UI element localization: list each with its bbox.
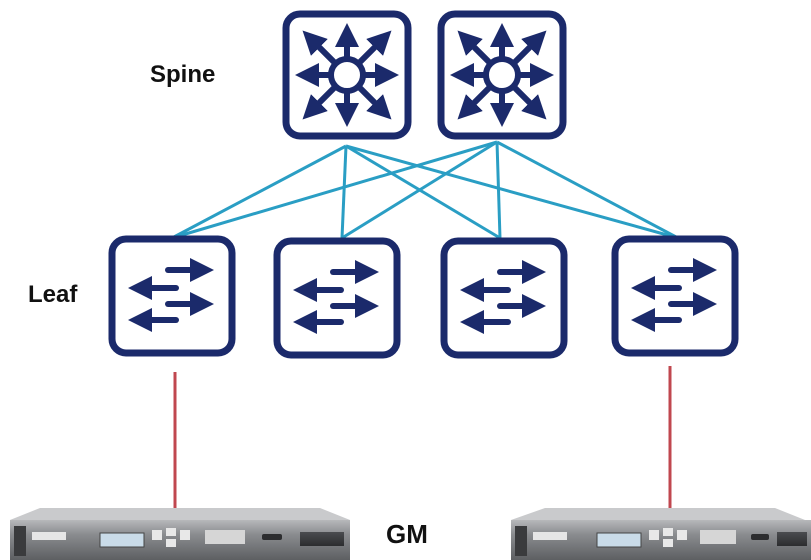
multilayer-switch-icon <box>437 10 567 140</box>
gm-device-1 <box>10 508 350 560</box>
spine-label: Spine <box>150 61 215 88</box>
spine-leaf-links <box>171 140 679 240</box>
spine-switch-1 <box>282 10 412 140</box>
gm-label: GM <box>386 519 428 549</box>
rack-appliance-icon <box>511 508 811 560</box>
spine-switch-2 <box>437 10 567 140</box>
layer2-switch-icon <box>108 235 236 357</box>
gm-links <box>173 366 672 508</box>
multilayer-switch-icon <box>282 10 412 140</box>
leaf-label: Leaf <box>28 281 78 308</box>
link-spine2-leaf3 <box>495 141 502 239</box>
link-spine1-leaf3 <box>345 144 501 240</box>
leaf-switch-2 <box>273 237 401 359</box>
leaf-switch-3 <box>440 237 568 359</box>
layer2-switch-icon <box>273 237 401 359</box>
link-spine1-leaf1 <box>171 144 347 240</box>
link-spine1-leaf4 <box>345 144 679 240</box>
rack-appliance-icon <box>10 508 350 560</box>
link-spine1-leaf2 <box>340 145 348 239</box>
leaf-switch-1 <box>108 235 236 357</box>
link-spine2-leaf2 <box>341 140 498 240</box>
layer2-switch-icon <box>611 235 739 357</box>
link-spine2-leaf4 <box>496 140 679 240</box>
leaf-switch-4 <box>611 235 739 357</box>
link-spine2-leaf1 <box>171 140 498 240</box>
gm-device-2 <box>511 508 811 560</box>
layer2-switch-icon <box>440 237 568 359</box>
